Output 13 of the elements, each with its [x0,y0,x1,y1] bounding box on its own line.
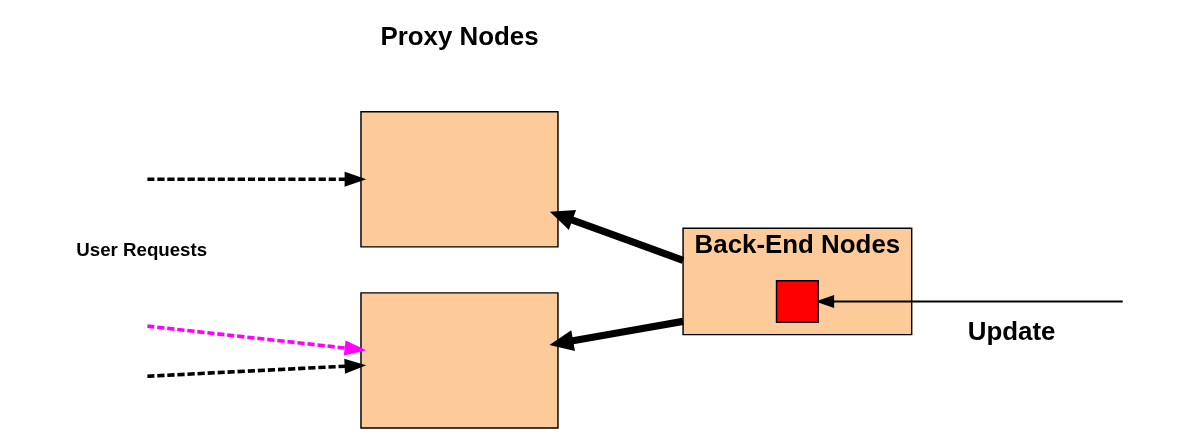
cluster: Back-End Nodes [682,227,913,336]
arrow [549,317,684,352]
node-box [360,111,559,248]
node-box [360,292,559,429]
arrow [549,210,685,264]
arrow [147,171,367,187]
label: User Requests [76,239,208,261]
arrow [147,358,367,379]
edge-label: Update [967,316,1056,345]
arrow [147,324,367,356]
node-box [775,279,819,324]
label: Proxy Nodes [380,21,539,50]
arrow [815,294,1123,309]
